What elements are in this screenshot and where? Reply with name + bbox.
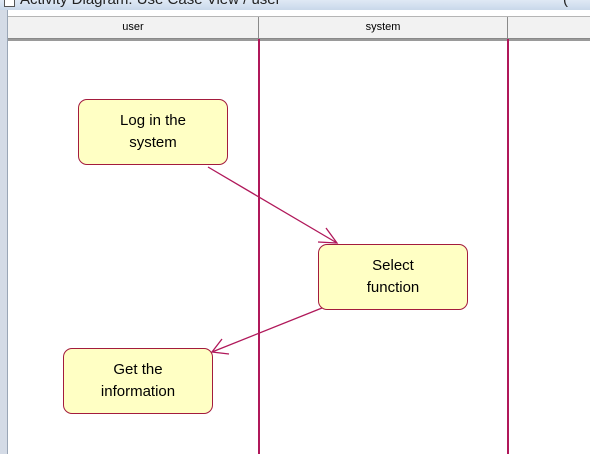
lane-divider-system-next xyxy=(507,39,509,454)
activity-get-information[interactable]: Get the information xyxy=(63,348,213,414)
window-titlebar: Activity Diagram: Use Case View / user ( xyxy=(0,0,590,10)
lane-header-user[interactable]: user xyxy=(8,17,259,38)
left-frame-border xyxy=(0,10,8,454)
lane-divider-user-system xyxy=(258,39,260,454)
transition-login-to-select[interactable] xyxy=(207,166,339,244)
swimlane-canvas[interactable] xyxy=(8,39,590,454)
window-control-fragment[interactable]: ( xyxy=(563,0,568,8)
activity-log-in-system[interactable]: Log in the system xyxy=(78,99,228,165)
swimlane-header-row: user system xyxy=(8,16,590,39)
lane-header-system[interactable]: system xyxy=(259,17,508,38)
window-title: Activity Diagram: Use Case View / user xyxy=(20,0,281,8)
arrowhead-icon xyxy=(317,227,339,244)
diagram-icon xyxy=(4,0,15,7)
transition-select-to-info[interactable] xyxy=(210,307,323,355)
activity-select-function[interactable]: Select function xyxy=(318,244,468,310)
